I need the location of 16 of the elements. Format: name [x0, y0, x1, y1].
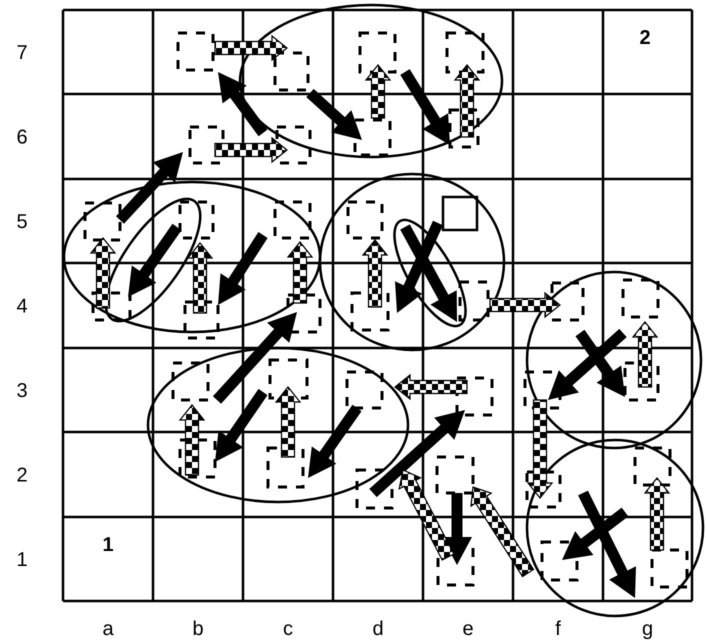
column-label: a	[102, 618, 114, 640]
row-label: 2	[16, 464, 28, 486]
row-label: 4	[16, 296, 28, 318]
column-label: g	[642, 618, 654, 640]
row-label: 1	[16, 549, 28, 571]
cell-number: 2	[639, 27, 651, 49]
column-label: b	[192, 618, 204, 640]
row-label: 5	[16, 211, 28, 233]
row-label: 7	[16, 42, 28, 64]
row-label: 3	[16, 380, 28, 402]
cell-number: 1	[102, 534, 114, 556]
column-label: f	[555, 618, 561, 640]
column-label: c	[283, 618, 293, 640]
column-label: d	[372, 618, 384, 640]
row-label: 6	[16, 126, 28, 148]
column-label: e	[462, 618, 474, 640]
